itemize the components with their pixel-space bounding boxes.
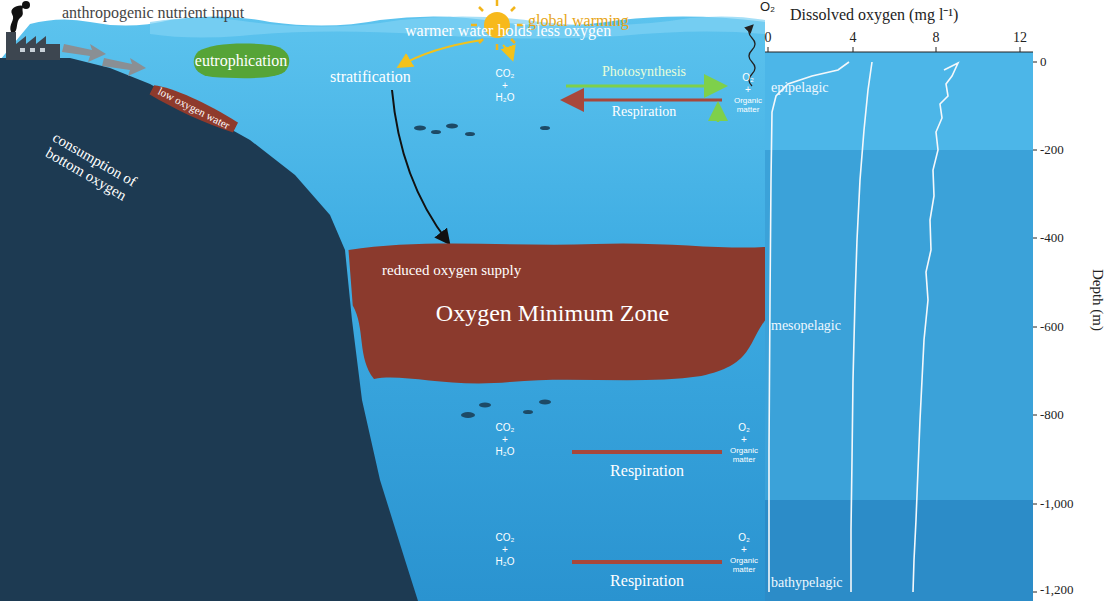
zone-shape: eutrophication xyxy=(190,42,293,80)
diagram-label: + xyxy=(745,84,751,96)
diagram-label: H₂O xyxy=(496,556,515,568)
diagram-label: -400 xyxy=(1040,231,1064,246)
diagram-label: 0 xyxy=(1040,55,1047,70)
diagram-label: reduced oxygen supply xyxy=(382,262,521,279)
diagram-label: Organic matter xyxy=(731,96,765,114)
diagram-label: 0 xyxy=(765,30,772,46)
diagram-label: 4 xyxy=(850,30,857,46)
diagram-label: O₂ xyxy=(760,0,775,15)
diagram-label: + xyxy=(502,544,508,556)
diagram-label: CO₂ xyxy=(496,532,515,544)
diagram-label: Respiration xyxy=(612,104,677,120)
diagram-label: 8 xyxy=(933,30,940,46)
zone-shape: Oxygen Minimum Zone xyxy=(340,238,765,388)
diagram-label: -1,200 xyxy=(1040,583,1074,598)
diagram-label: -600 xyxy=(1040,320,1064,335)
diagram-label: stratification xyxy=(330,68,411,86)
diagram-label: + xyxy=(741,544,747,556)
diagram-label: Photosynthesis xyxy=(602,64,686,80)
diagram-label: Respiration xyxy=(610,462,684,480)
diagram-label: + xyxy=(502,80,508,92)
diagram-label: anthropogenic nutrient input xyxy=(62,4,244,22)
diagram-label: -1,000 xyxy=(1040,497,1074,512)
diagram-label: CO₂ xyxy=(496,68,515,80)
diagram-label: Depth (m) xyxy=(1088,269,1105,331)
diagram-label: Organic matter xyxy=(727,556,761,574)
diagram-label: CO₂ xyxy=(496,422,515,434)
diagram-label: H₂O xyxy=(496,446,515,458)
diagram-label: -200 xyxy=(1040,143,1064,158)
zone-label: eutrophication xyxy=(195,52,287,70)
diagram-label: 12 xyxy=(1013,30,1027,46)
diagram-label: warmer water holds less oxygen xyxy=(405,22,611,40)
diagram-label: + xyxy=(502,434,508,446)
zone-label: Oxygen Minimum Zone xyxy=(436,300,669,327)
diagram-label: O₂ xyxy=(742,72,754,84)
diagram-label: bathypelagic xyxy=(771,575,843,591)
diagram-label: Dissolved oxygen (mg l⁻¹) xyxy=(790,6,958,24)
diagram-label: -800 xyxy=(1040,408,1064,423)
diagram-label: epipelagic xyxy=(771,80,829,96)
diagram-label: Organic matter xyxy=(727,446,761,464)
diagram-label: mesopelagic xyxy=(771,318,841,334)
diagram-label: + xyxy=(741,434,747,446)
diagram-label: Respiration xyxy=(610,572,684,590)
diagram-label: H₂O xyxy=(496,92,515,104)
diagram-label: O₂ xyxy=(738,422,750,434)
diagram-label: O₂ xyxy=(738,532,750,544)
